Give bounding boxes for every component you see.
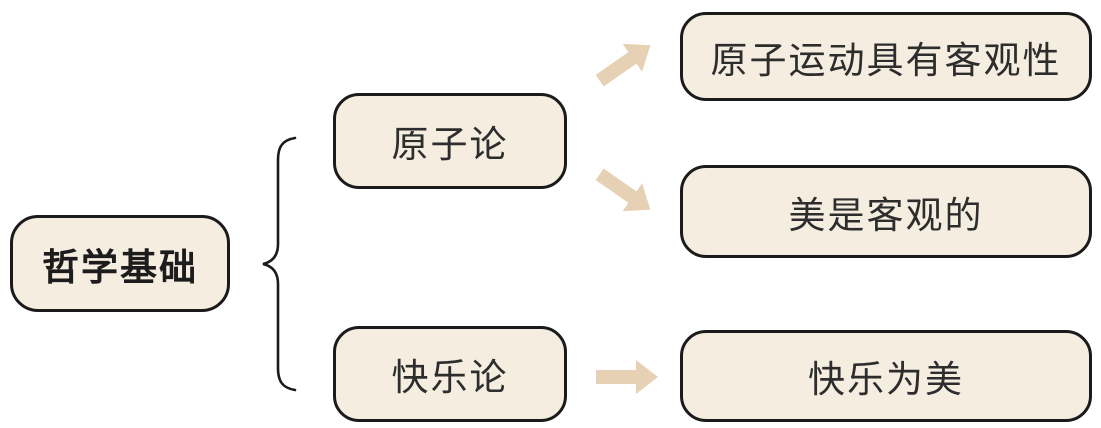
node-philosophy-foundation: 哲学基础 — [10, 215, 230, 312]
left-curly-brace-icon — [259, 136, 303, 392]
node-label: 原子运动具有客观性 — [710, 39, 1062, 81]
node-label: 快乐为美 — [808, 359, 964, 400]
node-beauty-is-objective: 美是客观的 — [680, 165, 1092, 258]
block-arrow-right-icon — [596, 360, 658, 394]
node-atomism: 原子论 — [333, 93, 567, 189]
node-pleasure-is-beauty: 快乐为美 — [680, 330, 1092, 422]
node-atomic-motion-objectivity: 原子运动具有客观性 — [680, 12, 1092, 101]
node-label: 美是客观的 — [788, 194, 984, 236]
node-hedonism: 快乐论 — [333, 326, 567, 422]
node-label: 原子论 — [391, 124, 509, 165]
block-arrow-down-right-icon — [590, 160, 660, 223]
block-arrow-up-right-icon — [590, 31, 660, 94]
node-label: 哲学基础 — [42, 246, 198, 288]
node-label: 快乐论 — [391, 357, 509, 398]
